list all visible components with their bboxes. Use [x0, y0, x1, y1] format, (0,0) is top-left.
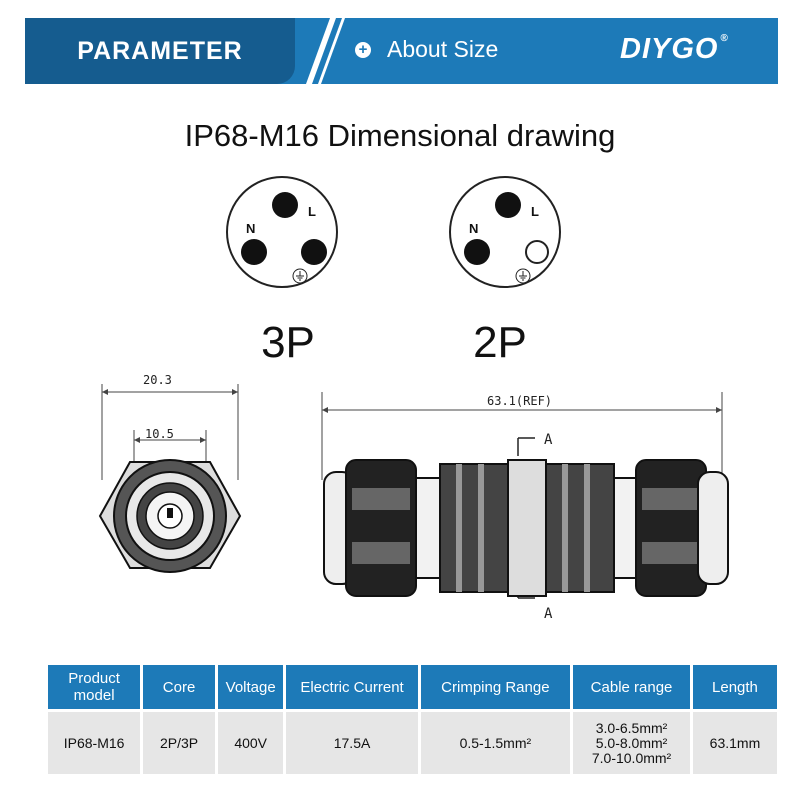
spec-table: Product model Core Voltage Electric Curr… [45, 662, 780, 777]
cell-voltage: 400V [217, 712, 284, 774]
ground-icon [292, 268, 308, 284]
header-product-model: Product model [48, 665, 141, 709]
cell-crimping: 0.5-1.5mm² [420, 712, 571, 774]
header-voltage: Voltage [217, 665, 284, 709]
cell-model: IP68-M16 [48, 712, 141, 774]
cell-cable-range: 3.0-6.5mm² 5.0-8.0mm² 7.0-10.0mm² [573, 712, 690, 774]
pin-l [495, 192, 521, 218]
pin-earth [301, 239, 327, 265]
side-view-drawing [321, 392, 729, 599]
label-2p: 2P [473, 318, 527, 367]
cell-length: 63.1mm [692, 712, 777, 774]
dim-length: 63.1(REF) [487, 394, 553, 408]
cable-range-2: 5.0-8.0mm² [595, 734, 668, 751]
page-title: IP68-M16 Dimensional drawing [184, 118, 616, 153]
pin-diagram-3p: L N [226, 176, 338, 288]
table-row: IP68-M16 2P/3P 400V 17.5A 0.5-1.5mm² 3.0… [48, 712, 777, 774]
dim-outer-width: 20.3 [143, 373, 172, 387]
parameter-label: PARAMETER [77, 36, 243, 65]
pin-l [272, 192, 298, 218]
label-3p: 3P [261, 318, 315, 367]
header-electric-current: Electric Current [286, 665, 418, 709]
brand-logo: DIYGO® [620, 33, 729, 66]
brand-mark: ® [720, 33, 729, 44]
pin-label-l: L [531, 204, 539, 219]
pin-empty [525, 240, 549, 264]
cable-range-3: 7.0-10.0mm² [591, 749, 672, 766]
pin-label-n: N [246, 221, 255, 236]
pin-n [241, 239, 267, 265]
cable-range-1: 3.0-6.5mm² [595, 719, 668, 736]
section-mark-top: A [544, 432, 553, 448]
pin-n [464, 239, 490, 265]
brand-name: DIYGO [620, 33, 719, 65]
header-cable-range: Cable range [573, 665, 690, 709]
pin-diagram-2p: L N [449, 176, 561, 288]
table-header-row: Product model Core Voltage Electric Curr… [48, 665, 777, 709]
header-core: Core [143, 665, 215, 709]
dim-inner-width: 10.5 [145, 427, 174, 441]
about-size-label: About Size [387, 36, 499, 62]
header-length: Length [692, 665, 777, 709]
about-size-heading: + About Size [355, 36, 498, 63]
section-mark-bottom: A [544, 606, 553, 622]
ground-icon [515, 268, 531, 284]
pin-label-n: N [469, 221, 478, 236]
header-crimping-range: Crimping Range [420, 665, 571, 709]
parameter-tab: PARAMETER [25, 18, 295, 84]
plus-icon: + [355, 41, 371, 58]
pin-label-l: L [308, 204, 316, 219]
front-view-drawing [98, 384, 242, 573]
cell-current: 17.5A [286, 712, 418, 774]
cell-core: 2P/3P [143, 712, 215, 774]
